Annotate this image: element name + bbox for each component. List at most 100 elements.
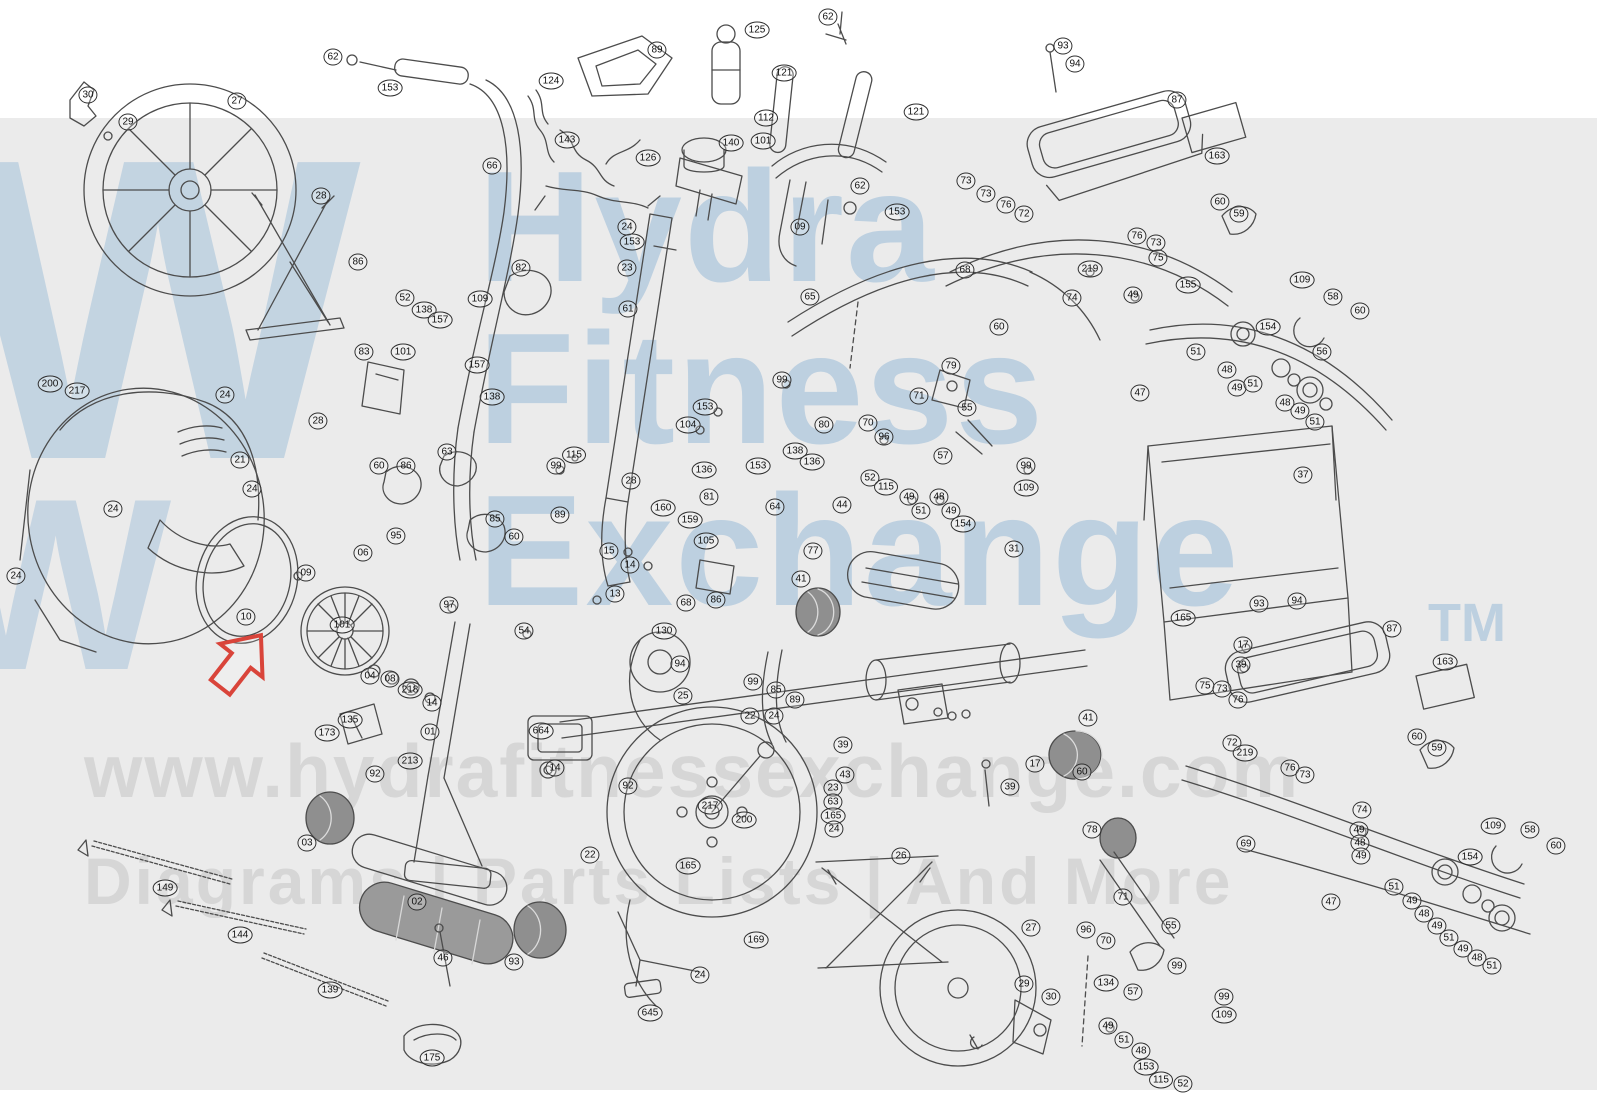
part-callout-121: 121	[903, 103, 929, 121]
part-callout-48: 48	[929, 488, 949, 506]
part-callout-105: 105	[693, 532, 719, 550]
part-callout-169: 169	[743, 931, 769, 949]
part-callout-49: 49	[941, 502, 961, 520]
part-callout-101: 101	[329, 616, 355, 634]
part-callout-73: 73	[956, 172, 976, 190]
part-callout-130: 130	[651, 622, 677, 640]
part-callout-99: 99	[743, 673, 763, 691]
part-callout-82: 82	[511, 259, 531, 277]
part-callout-27: 27	[227, 92, 247, 110]
part-callout-48: 48	[1131, 1042, 1151, 1060]
part-callout-10: 10	[236, 608, 256, 626]
part-callout-29: 29	[1014, 975, 1034, 993]
part-callout-93: 93	[504, 953, 524, 971]
part-callout-27: 27	[1021, 919, 1041, 937]
part-callout-155: 155	[1175, 276, 1201, 294]
part-callout-153: 153	[619, 233, 645, 251]
part-callout-71: 71	[909, 387, 929, 405]
part-callout-153: 153	[884, 203, 910, 221]
part-callout-140: 140	[718, 134, 744, 152]
part-callout-86: 86	[348, 253, 368, 271]
part-callout-24: 24	[215, 386, 235, 404]
part-callout-57: 57	[1123, 983, 1143, 1001]
part-callout-109: 109	[467, 290, 493, 308]
part-callout-51: 51	[1439, 929, 1459, 947]
part-callout-109: 109	[1289, 271, 1315, 289]
part-callout-14: 14	[545, 759, 565, 777]
part-callout-30: 30	[1041, 988, 1061, 1006]
part-callout-64: 64	[765, 498, 785, 516]
part-callout-94: 94	[1287, 592, 1307, 610]
part-callout-89: 89	[785, 691, 805, 709]
part-callout-55: 55	[957, 399, 977, 417]
part-callout-89: 89	[550, 506, 570, 524]
part-callout-60: 60	[1072, 763, 1092, 781]
part-callout-89: 89	[647, 41, 667, 59]
part-callout-153: 153	[377, 79, 403, 97]
part-callout-115: 115	[562, 446, 586, 464]
part-callout-51: 51	[1114, 1031, 1134, 1049]
part-callout-73: 73	[976, 185, 996, 203]
part-callout-74: 74	[1062, 289, 1082, 307]
part-callout-59: 59	[1427, 739, 1447, 757]
part-callout-01: 01	[420, 723, 440, 741]
part-callout-163: 163	[1432, 653, 1458, 671]
part-callout-54: 54	[514, 622, 534, 640]
part-callout-03: 03	[297, 834, 317, 852]
part-callout-24: 24	[242, 480, 262, 498]
part-callout-58: 58	[1520, 821, 1540, 839]
part-callout-136: 136	[799, 453, 825, 471]
part-callout-63: 63	[437, 443, 457, 461]
part-callout-157: 157	[464, 356, 490, 374]
part-callout-81: 81	[699, 488, 719, 506]
part-callout-112: 112	[754, 109, 778, 127]
part-callout-56: 56	[1312, 343, 1332, 361]
part-callout-83: 83	[354, 343, 374, 361]
part-callout-49: 49	[1098, 1017, 1118, 1035]
part-callout-96: 96	[1076, 921, 1096, 939]
part-callout-159: 159	[677, 511, 703, 529]
part-callout-65: 65	[800, 288, 820, 306]
part-callout-645: 645	[637, 1004, 663, 1022]
part-callout-48: 48	[1414, 905, 1434, 923]
part-callout-95: 95	[386, 527, 406, 545]
part-callout-28: 28	[311, 187, 331, 205]
part-callout-71: 71	[1113, 888, 1133, 906]
part-callout-51: 51	[1305, 413, 1325, 431]
part-callout-79: 79	[941, 357, 961, 375]
part-callout-60: 60	[1210, 193, 1230, 211]
part-callout-17: 17	[1025, 755, 1045, 773]
part-callout-92: 92	[365, 765, 385, 783]
part-callout-30: 30	[78, 86, 98, 104]
part-callout-21: 21	[230, 451, 250, 469]
part-callout-86: 86	[396, 457, 416, 475]
part-callout-46: 46	[433, 949, 453, 967]
part-callout-138: 138	[479, 388, 505, 406]
part-callout-48: 48	[1217, 361, 1237, 379]
part-callout-49: 49	[1351, 847, 1371, 865]
part-callout-80: 80	[814, 416, 834, 434]
part-callout-13: 13	[605, 585, 625, 603]
part-callout-24: 24	[617, 218, 637, 236]
part-callout-23: 23	[617, 259, 637, 277]
part-callout-49: 49	[1349, 821, 1369, 839]
part-callout-200: 200	[731, 811, 757, 829]
part-callout-77: 77	[803, 542, 823, 560]
part-callout-61: 61	[618, 300, 638, 318]
part-callout-126: 126	[635, 149, 661, 167]
part-callout-51: 51	[1186, 343, 1206, 361]
part-callout-73: 73	[1212, 680, 1232, 698]
part-callout-74: 74	[1352, 801, 1372, 819]
part-callout-219: 219	[1077, 260, 1103, 278]
part-callout-29: 29	[118, 113, 138, 131]
part-callout-24: 24	[764, 707, 784, 725]
part-callout-51: 51	[1243, 375, 1263, 393]
part-callout-124: 124	[538, 72, 564, 90]
part-callout-49: 49	[1290, 402, 1310, 420]
part-callout-72: 72	[1014, 205, 1034, 223]
part-callout-26: 26	[891, 847, 911, 865]
part-callout-92: 92	[618, 777, 638, 795]
part-callout-153: 153	[1133, 1058, 1159, 1076]
